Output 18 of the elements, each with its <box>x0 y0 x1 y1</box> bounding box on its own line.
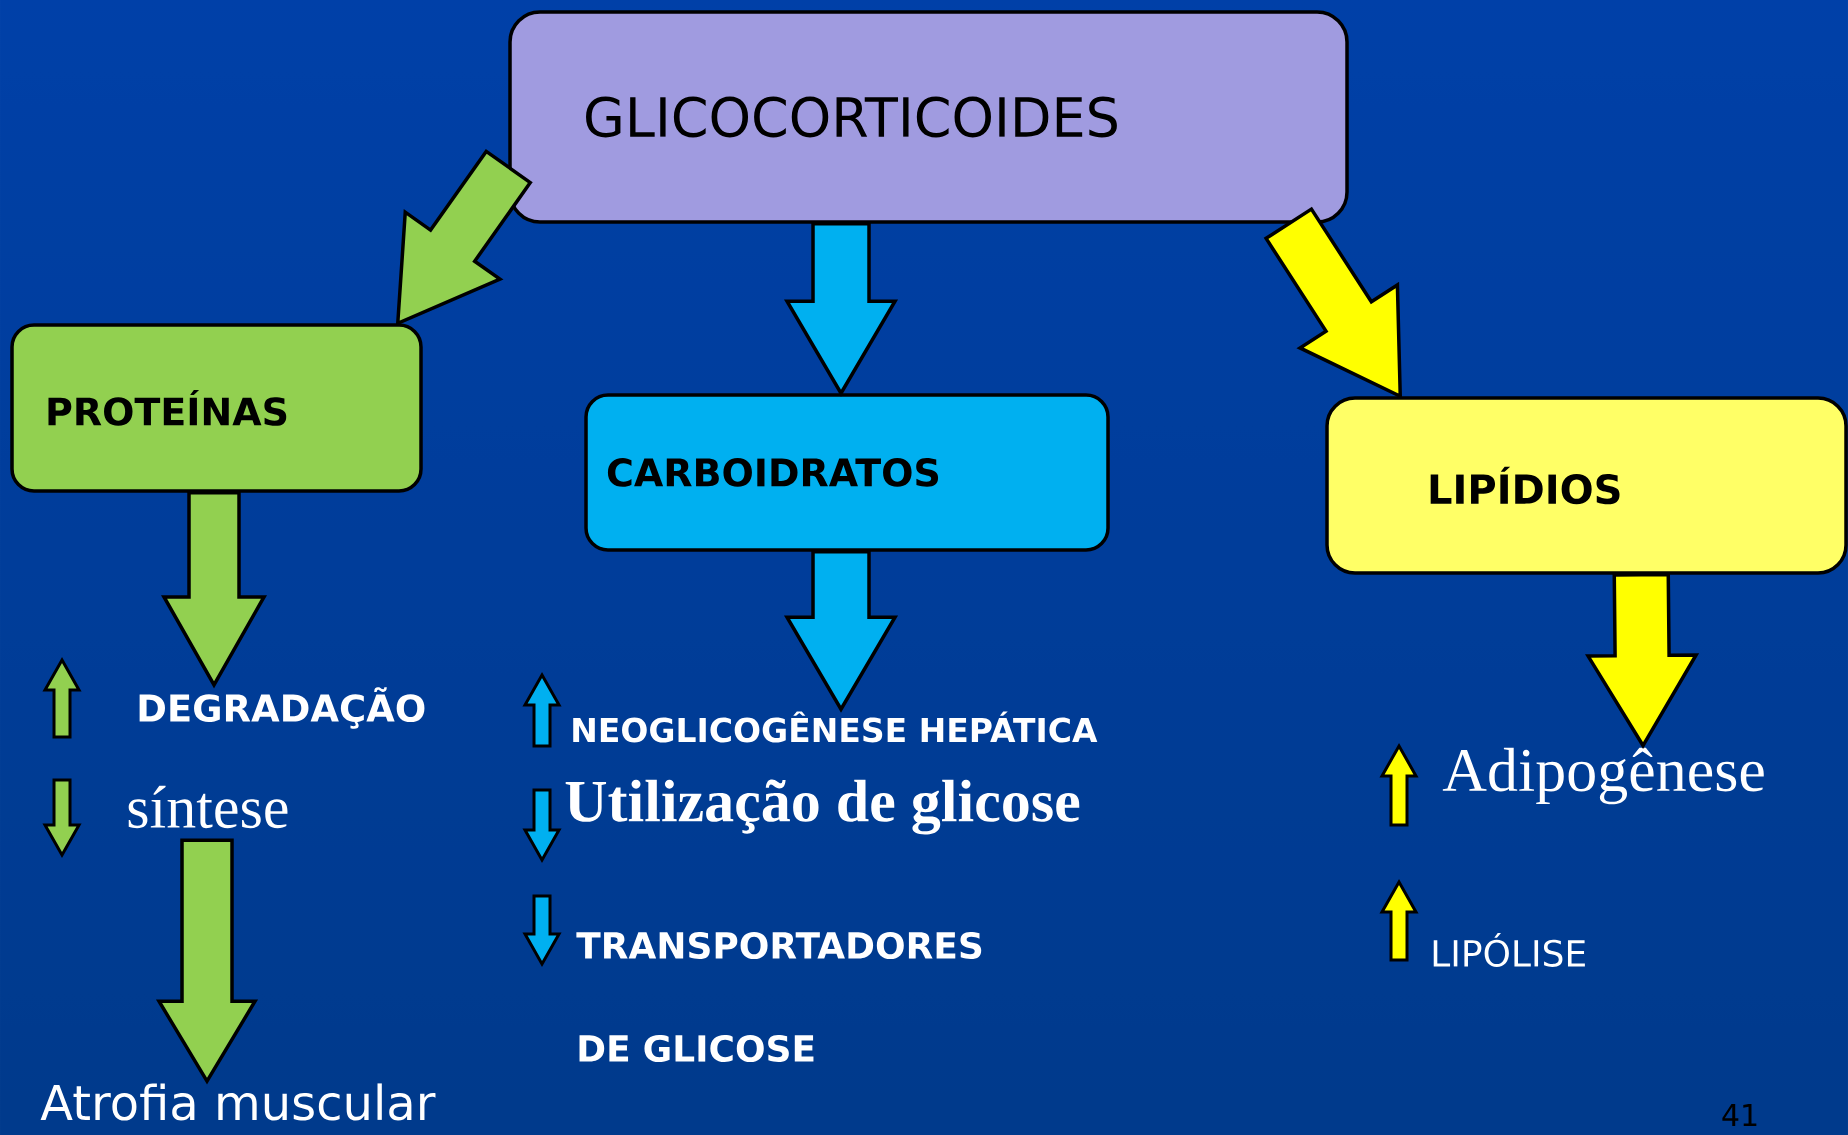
block-arrow <box>161 491 267 689</box>
block-arrow <box>783 550 899 713</box>
block-arrow <box>783 222 899 397</box>
result-text: LIPÓLISE <box>1433 933 1585 967</box>
result-text: Atrofia muscular <box>40 1083 436 1121</box>
category-box: CARBOIDRATOS <box>584 393 1110 552</box>
result-text: Utilização de glicose <box>565 779 1080 835</box>
block-arrow <box>1585 572 1700 749</box>
result-text: NEOGLICOGÊNESE HEPÁTICA <box>573 711 1098 743</box>
page-number: 41 <box>1722 1104 1757 1126</box>
category-box: PROTEÍNAS <box>10 323 423 493</box>
result-text: Adipogênese <box>1442 747 1764 805</box>
result-text: síntese <box>128 785 288 829</box>
result-text: DEGRADAÇÃO <box>139 687 425 729</box>
category-box: GLICOCORTICOIDES <box>508 10 1349 224</box>
category-box: LIPÍDIOS <box>1325 396 1848 575</box>
result-text: TRANSPORTADORES DE GLICOSE <box>576 931 982 1063</box>
block-arrow <box>155 838 259 1085</box>
